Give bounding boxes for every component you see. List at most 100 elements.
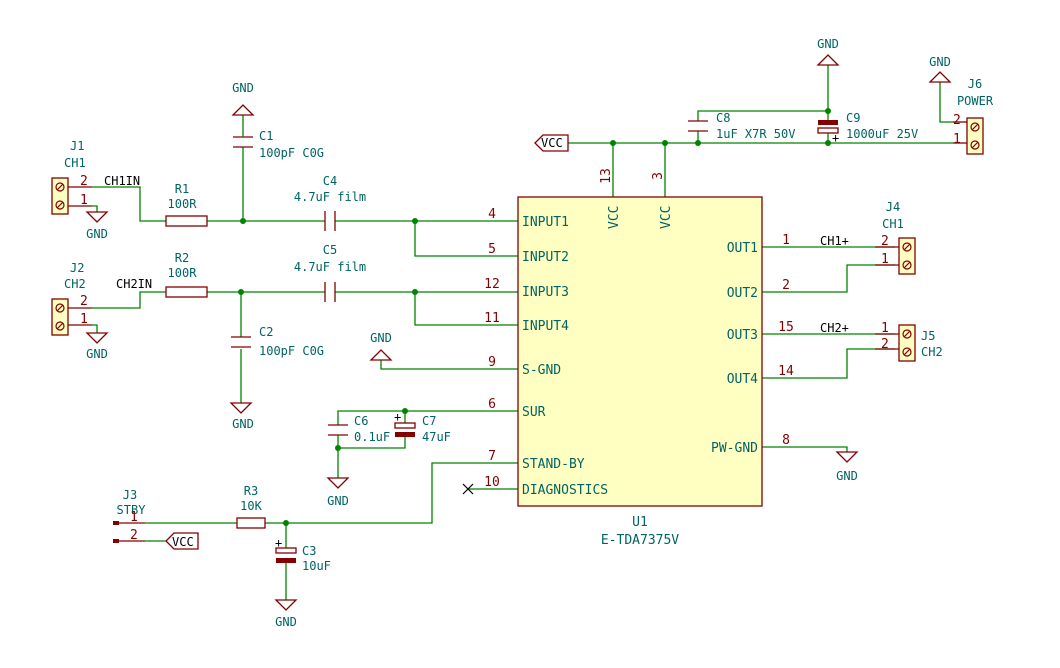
- c9-value: 1000uF 25V: [846, 127, 918, 141]
- c8-value: 1uF X7R 50V: [716, 127, 795, 141]
- junction-dot: [610, 140, 616, 146]
- j6-pin: 2: [953, 113, 961, 128]
- resistor-body: [236, 517, 266, 529]
- pin-name-standby: STAND-BY: [522, 457, 585, 472]
- capacitor-c1[interactable]: C1 100pF C0G: [233, 115, 324, 160]
- pin-name-input3: INPUT3: [522, 285, 569, 300]
- junctions: [238, 108, 831, 526]
- vcc-text: VCC: [172, 535, 194, 549]
- gnd-symbol-pwgnd: GND: [835, 451, 859, 483]
- j2-pin: 1: [80, 312, 88, 327]
- capacitor-c8[interactable]: C8 1uF X7R 50V: [688, 111, 795, 141]
- capacitor-c5[interactable]: C5 4.7uF film: [294, 243, 366, 302]
- j3-pin: 1: [130, 510, 138, 525]
- ic-u1-ref: U1: [632, 515, 648, 530]
- gnd-label: GND: [836, 469, 858, 483]
- gnd-symbol-j1: GND: [85, 211, 109, 241]
- net-label-ch2-plus: CH2+: [820, 321, 849, 335]
- pin-name-vcc-13: VCC: [607, 206, 622, 229]
- connector-j3[interactable]: J3 STBY 1 2: [113, 488, 146, 543]
- j3-value: STBY: [117, 503, 147, 517]
- gnd-symbol-j6: GND: [928, 55, 952, 83]
- junction-dot: [240, 218, 246, 224]
- net-label-ch2in: CH2IN: [116, 277, 152, 291]
- vcc-label-top: VCC: [534, 134, 569, 152]
- gnd-label: GND: [232, 417, 254, 431]
- j1-ref: J1: [70, 139, 84, 153]
- wires: [92, 65, 953, 600]
- gnd-symbol-sgnd: GND: [369, 331, 393, 361]
- capacitor-c3[interactable]: + C3 10uF: [275, 536, 331, 573]
- pin-name-input1: INPUT1: [522, 215, 569, 230]
- j1-pin: 1: [80, 193, 88, 208]
- junction-dot: [412, 289, 418, 295]
- j4-pin: 1: [881, 252, 889, 267]
- c5-ref: C5: [323, 243, 337, 257]
- connector-j5[interactable]: J5 CH2 1 2: [875, 321, 943, 362]
- gnd-label: GND: [86, 227, 108, 241]
- c5-value: 4.7uF film: [294, 260, 366, 274]
- c1-value: 100pF C0G: [259, 146, 324, 160]
- j4-pin: 2: [881, 234, 889, 249]
- gnd-symbol-c9: GND: [816, 37, 840, 66]
- gnd-label: GND: [86, 347, 108, 361]
- connector-j4[interactable]: J4 CH1 2 1: [875, 200, 916, 275]
- j3-pin: 2: [130, 528, 138, 543]
- pin-num-14: 14: [778, 364, 794, 379]
- resistor-r3[interactable]: R3 10K: [236, 484, 266, 529]
- svg-text:+: +: [275, 536, 282, 550]
- resistor-r2[interactable]: R2 100R: [165, 251, 208, 298]
- j1-pin: 2: [80, 174, 88, 189]
- pin-num-4: 4: [488, 207, 496, 222]
- j5-ref: J5: [921, 329, 935, 343]
- gnd-symbol-c1: GND: [231, 81, 255, 116]
- r1-value: 100R: [168, 197, 198, 211]
- pin-num-1: 1: [782, 233, 790, 248]
- junction-dot: [825, 140, 831, 146]
- pin-num-2: 2: [782, 278, 790, 293]
- capacitor-c6[interactable]: C6 0.1uF: [328, 414, 390, 444]
- r3-value: 10K: [240, 499, 262, 513]
- c2-ref: C2: [259, 325, 273, 339]
- capacitor-c4[interactable]: C4 4.7uF film: [294, 174, 366, 231]
- j5-pin: 1: [881, 321, 889, 336]
- pin-num-9: 9: [488, 355, 496, 370]
- ic-u1-value: E-TDA7375V: [601, 533, 679, 548]
- j6-ref: J6: [968, 77, 982, 91]
- j1-value: CH1: [64, 156, 86, 170]
- ic-u1[interactable]: INPUT1 INPUT2 INPUT3 INPUT4 S-GND SUR ST…: [484, 168, 794, 548]
- c4-value: 4.7uF film: [294, 190, 366, 204]
- c3-value: 10uF: [302, 559, 331, 573]
- connector-j2[interactable]: J2 CH2 2 1: [51, 261, 92, 336]
- svg-text:+: +: [832, 131, 839, 145]
- c9-ref: C9: [846, 111, 860, 125]
- connector-j6[interactable]: J6 POWER 2 1: [953, 77, 994, 155]
- pin-name-out2: OUT2: [727, 286, 758, 301]
- j4-value: CH1: [882, 217, 904, 231]
- vcc-label-stby: VCC: [145, 532, 199, 550]
- connector-j1[interactable]: J1 CH1 2 1: [51, 139, 92, 215]
- resistor-body: [165, 215, 208, 227]
- r2-ref: R2: [175, 251, 189, 265]
- pin-num-6: 6: [488, 397, 496, 412]
- pin-name-sur: SUR: [522, 405, 546, 420]
- pin-num-11: 11: [484, 311, 500, 326]
- c1-ref: C1: [259, 129, 273, 143]
- pin-name-out4: OUT4: [727, 372, 758, 387]
- capacitor-c9[interactable]: + C9 1000uF 25V: [817, 111, 918, 145]
- junction-dot: [335, 445, 341, 451]
- resistor-r1[interactable]: R1 100R: [165, 182, 208, 227]
- capacitor-c7[interactable]: + C7 47uF: [394, 410, 451, 444]
- pin-name-pwgnd: PW-GND: [711, 441, 758, 456]
- junction-dot: [412, 218, 418, 224]
- c6-ref: C6: [354, 414, 368, 428]
- gnd-symbol-c3: GND: [274, 599, 298, 629]
- ic-body: [517, 196, 763, 507]
- pin-name-vcc-3: VCC: [659, 206, 674, 229]
- c2-value: 100pF C0G: [259, 344, 324, 358]
- pin-num-12: 12: [484, 277, 500, 292]
- pin-num-10: 10: [484, 475, 500, 490]
- j6-pin: 1: [953, 132, 961, 147]
- capacitor-c2[interactable]: C2 100pF C0G: [231, 325, 324, 358]
- pin-name-input4: INPUT4: [522, 319, 569, 334]
